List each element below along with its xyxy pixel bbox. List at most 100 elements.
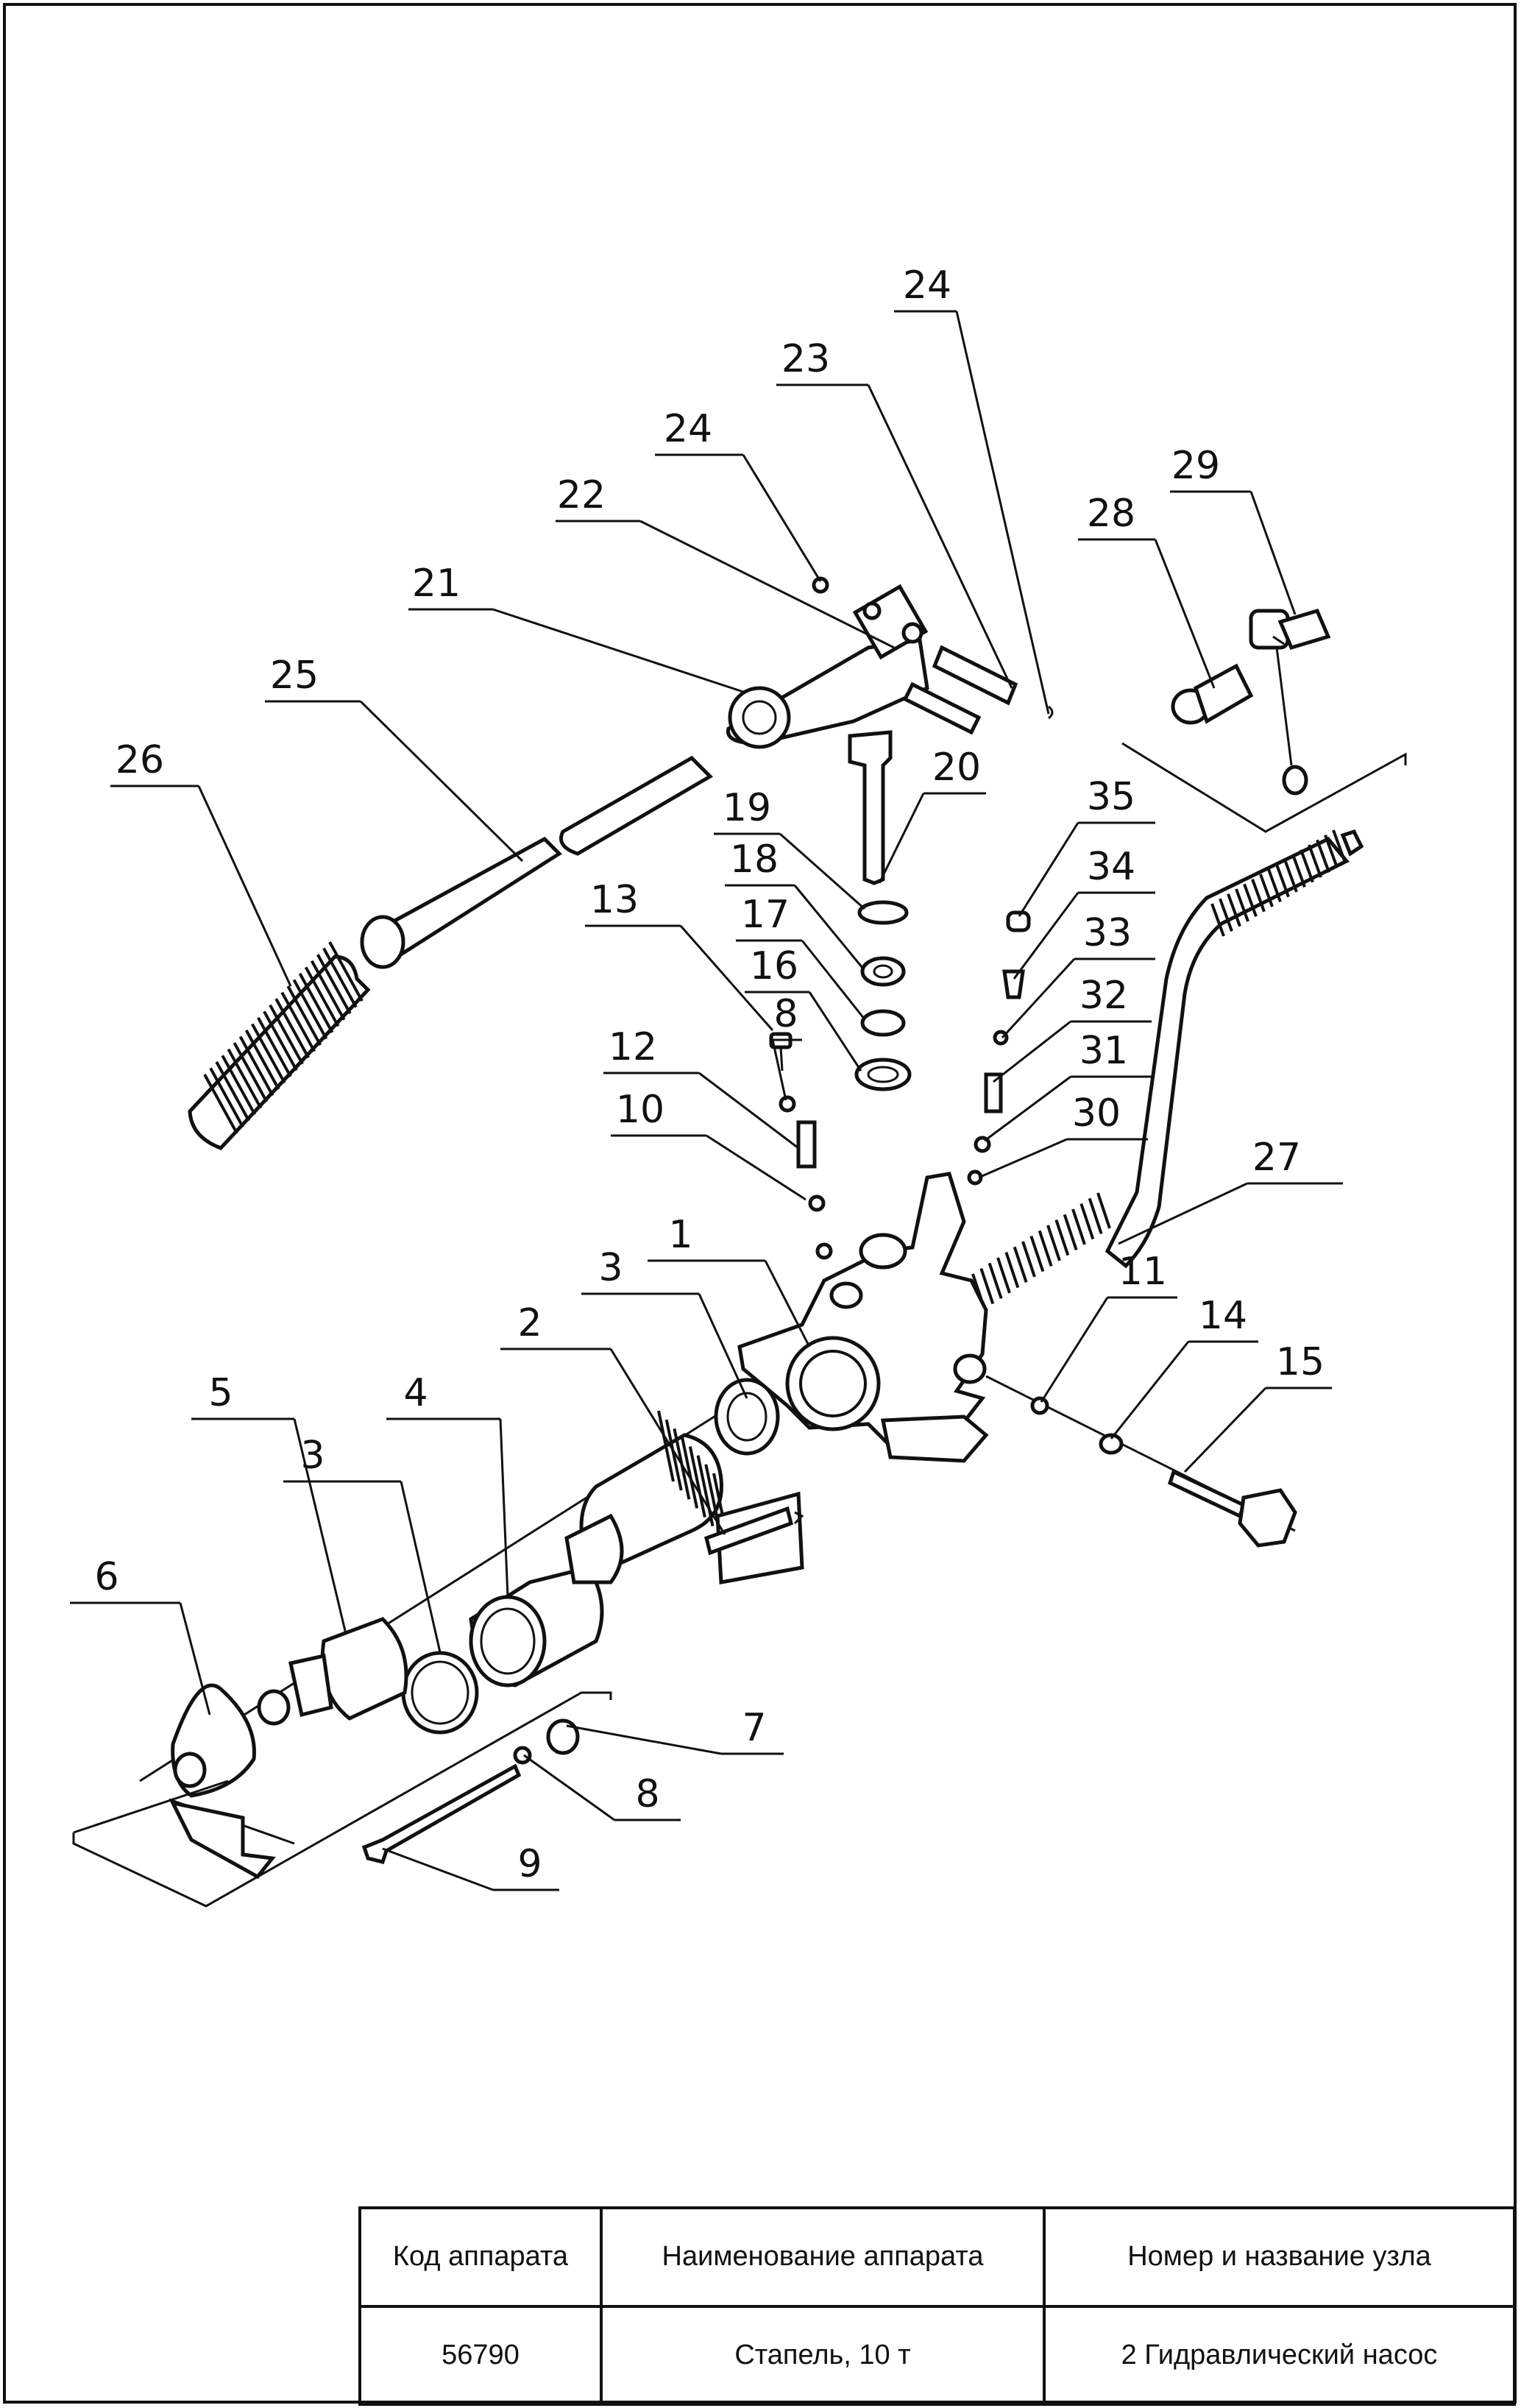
callout-21: 21 [412, 562, 461, 606]
leader-lines [70, 310, 1343, 1891]
pump-body [737, 1172, 989, 1463]
leader-line-8 [771, 1038, 802, 1101]
header-assembly-number: Номер и название узла [1043, 2206, 1516, 2308]
callout-9: 9 [517, 1842, 542, 1886]
header-equipment-name: Наименование аппарата [600, 2206, 1046, 2308]
callout-25: 25 [270, 654, 319, 698]
handle-socket [726, 584, 929, 749]
callout-19: 19 [723, 786, 771, 830]
leader-line-23 [776, 383, 1013, 689]
leader-line-16 [745, 991, 862, 1072]
leader-line-8 [523, 1754, 681, 1821]
leader-line-9 [382, 1847, 559, 1891]
callout-24: 24 [664, 407, 712, 451]
callout-26: 26 [116, 738, 164, 782]
callout-14: 14 [1199, 1294, 1247, 1338]
leader-line-25 [265, 700, 524, 863]
callout-27: 27 [1252, 1136, 1301, 1180]
pins [812, 576, 1054, 735]
leader-line-20 [878, 792, 986, 884]
callout-12: 12 [609, 1025, 657, 1069]
leader-line-14 [1110, 1340, 1258, 1440]
title-block-header-row: Код аппарата Наименование аппарата Номер… [358, 2206, 1516, 2308]
leader-line-10 [611, 1134, 806, 1201]
leader-line-24 [894, 310, 1050, 715]
value-assembly-number: 2 Гидравлический насос [1043, 2304, 1516, 2406]
callout-32: 32 [1079, 974, 1128, 1018]
value-equipment-code: 56790 [358, 2304, 603, 2406]
leader-line-30 [978, 1138, 1148, 1179]
leader-line-13 [585, 924, 774, 1031]
callout-3: 3 [598, 1246, 623, 1290]
handle-tube [360, 755, 714, 969]
leader-line-4 [386, 1417, 509, 1598]
title-block: Код аппарата Наименование аппарата Номер… [358, 2206, 1516, 2406]
leader-line-15 [1183, 1387, 1332, 1473]
value-equipment-name: Стапель, 10 т [600, 2304, 1046, 2406]
callout-33: 33 [1083, 911, 1132, 955]
plunger [848, 730, 912, 1091]
leader-line-32 [993, 1020, 1152, 1083]
leader-line-5 [191, 1417, 347, 1635]
callout-numbers: 1233456788910111213141516171819202122232… [94, 263, 1325, 1886]
callout-7: 7 [742, 1706, 766, 1750]
pressure-hose [971, 829, 1364, 1310]
leader-line-31 [984, 1075, 1152, 1142]
leader-line-3 [581, 1292, 748, 1399]
hose-centerline-box [1121, 635, 1407, 833]
callout-8: 8 [635, 1772, 659, 1816]
leader-line-28 [1078, 538, 1216, 689]
leader-line-17 [736, 939, 866, 1020]
leader-line-6 [70, 1601, 211, 1715]
leader-line-1 [648, 1259, 811, 1348]
callout-20: 20 [932, 746, 981, 790]
leader-line-35 [1018, 821, 1155, 917]
cylinder-assembly [139, 1378, 804, 1798]
leader-line-24 [655, 453, 822, 582]
foot-pedal [169, 1800, 276, 1880]
callout-6: 6 [94, 1555, 118, 1599]
leader-line-19 [714, 832, 865, 910]
leader-line-27 [1118, 1182, 1343, 1245]
callout-11: 11 [1118, 1250, 1167, 1294]
leader-line-26 [110, 785, 292, 987]
callout-23: 23 [781, 337, 830, 381]
leader-line-7 [566, 1724, 784, 1755]
header-equipment-code: Код аппарата [358, 2206, 603, 2308]
callout-22: 22 [557, 473, 606, 517]
leader-line-22 [556, 520, 895, 649]
release-valve [985, 1375, 1297, 1548]
leader-line-29 [1170, 490, 1297, 615]
callout-5: 5 [208, 1371, 233, 1415]
callout-17: 17 [741, 893, 790, 937]
callout-35: 35 [1087, 775, 1135, 819]
callout-16: 16 [750, 944, 798, 988]
leader-line-12 [603, 1072, 799, 1150]
callout-2: 2 [517, 1301, 542, 1345]
leader-line-21 [408, 608, 744, 693]
leader-line-33 [1001, 957, 1155, 1039]
title-block-value-row: 56790 Стапель, 10 т 2 Гидравлический нас… [358, 2304, 1516, 2406]
callout-4: 4 [403, 1371, 428, 1415]
callout-28: 28 [1087, 492, 1135, 536]
leader-line-2 [500, 1348, 726, 1535]
callout-29: 29 [1171, 444, 1220, 488]
callout-15: 15 [1276, 1340, 1325, 1384]
callout-30: 30 [1072, 1091, 1121, 1136]
handle-grip [188, 941, 371, 1150]
quick-coupler [1171, 608, 1331, 796]
right-valve-stack [967, 910, 1031, 1186]
leader-line-34 [1013, 891, 1155, 980]
left-valve-stack [769, 1032, 833, 1260]
callout-13: 13 [590, 878, 639, 922]
leader-line-11 [1040, 1296, 1177, 1403]
callout-3: 3 [300, 1434, 325, 1478]
callout-24: 24 [903, 263, 951, 308]
small-parts-bottom [361, 1718, 580, 1864]
callout-1: 1 [668, 1213, 692, 1257]
callout-8: 8 [773, 992, 798, 1036]
callout-18: 18 [730, 838, 779, 882]
callout-10: 10 [616, 1088, 664, 1132]
callout-34: 34 [1087, 845, 1135, 889]
